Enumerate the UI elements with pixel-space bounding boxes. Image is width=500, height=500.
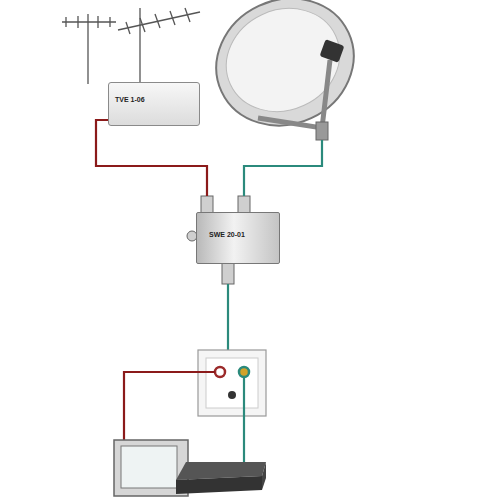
coax-cable (227, 284, 229, 350)
satellite-dish (195, 0, 374, 148)
wall-socket (198, 350, 266, 416)
coax-cable (243, 378, 245, 470)
coax-cable (96, 120, 207, 196)
model-label: SWE 20-01 (209, 231, 245, 238)
coax-cable (244, 140, 322, 196)
model-label: TVE 1-06 (115, 96, 145, 103)
splitter-box: SWE 20-01 (196, 212, 280, 264)
receiver (176, 462, 266, 494)
antenna (62, 8, 200, 84)
amplifier-box: TVE 1-06 (108, 82, 200, 126)
coax-cable (124, 372, 215, 440)
